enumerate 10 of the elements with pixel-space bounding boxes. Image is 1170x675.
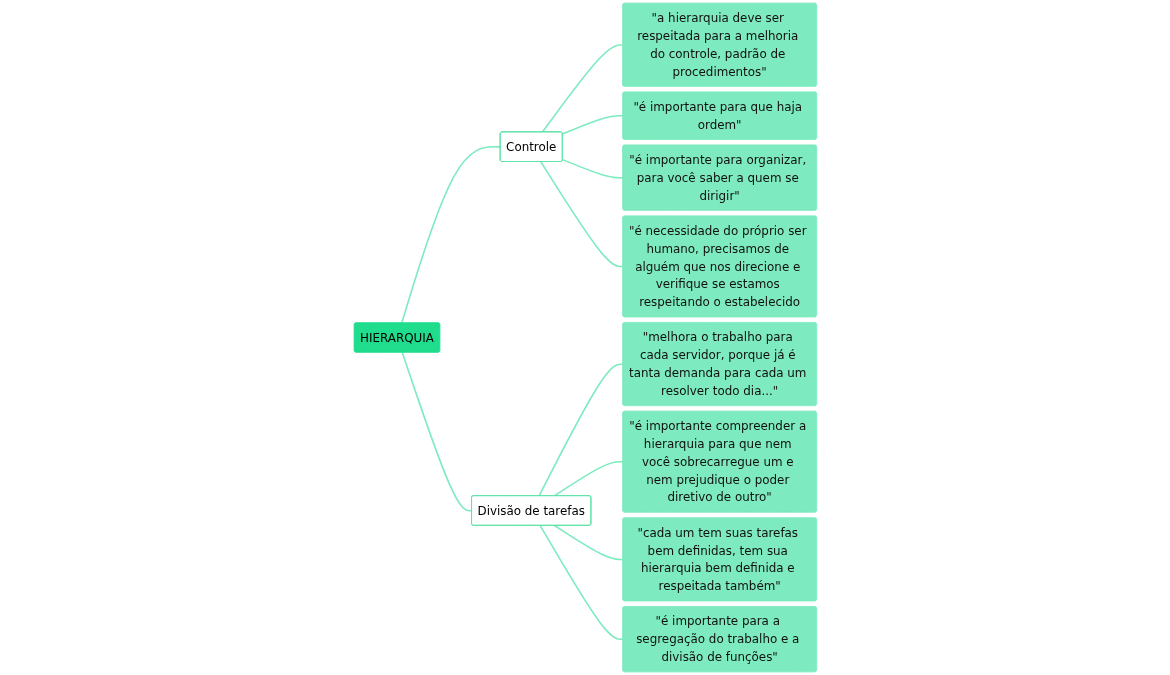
connector: [400, 146, 501, 324]
connector: [539, 160, 624, 268]
connector: [401, 351, 473, 512]
connector: [561, 115, 624, 135]
connector: [541, 44, 624, 133]
connector: [553, 461, 624, 497]
connector: [553, 524, 624, 561]
connector: [537, 363, 624, 497]
connector: [561, 158, 624, 179]
connector: [538, 524, 624, 641]
